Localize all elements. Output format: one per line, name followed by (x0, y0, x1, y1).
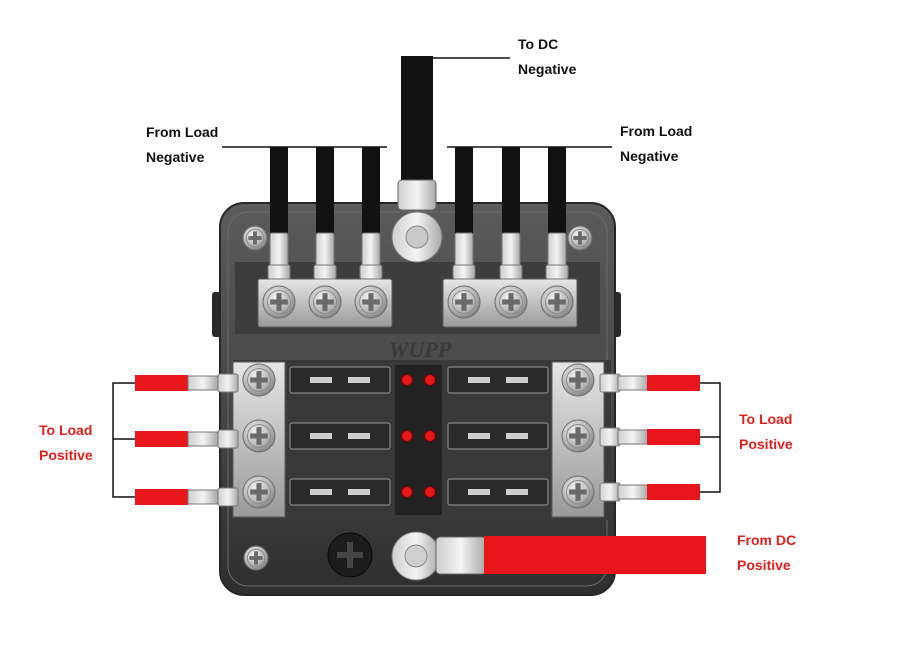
load-negative-wire (545, 147, 569, 280)
negative-terminal-screw-icon (308, 285, 342, 319)
led-indicator-icon (424, 430, 436, 442)
fuse-terminal-screw-icon (561, 475, 595, 509)
ground-stud-icon (327, 532, 373, 578)
load-positive-wire (135, 429, 239, 449)
load-negative-wire (313, 147, 337, 280)
load-negative-wire (452, 147, 476, 280)
negative-terminal-screw-icon (354, 285, 388, 319)
label-from-load-negative-right: From Load Negative (620, 123, 693, 164)
corner-screw-icon (242, 225, 268, 251)
led-indicator-icon (424, 486, 436, 498)
corner-screw-icon (567, 225, 593, 251)
fuse-slot (289, 478, 391, 506)
fuse-slot (447, 478, 549, 506)
fuse-terminal-screw-icon (561, 419, 595, 453)
load-positive-wire (599, 427, 700, 447)
fuse-terminal-screw-icon (242, 363, 276, 397)
dc-negative-cable (391, 56, 443, 263)
label-to-load-positive-right: To Load Positive (739, 411, 793, 452)
load-negative-wire (359, 147, 383, 280)
led-indicator-icon (401, 430, 413, 442)
led-indicator-icon (424, 374, 436, 386)
load-positive-wire (135, 373, 239, 393)
load-negative-wire (267, 147, 291, 280)
negative-terminal-screw-icon (494, 285, 528, 319)
load-positive-wire (599, 482, 700, 502)
corner-screw-icon (243, 545, 269, 571)
led-indicator-icon (401, 486, 413, 498)
negative-terminal-screw-icon (540, 285, 574, 319)
fuse-slot (447, 366, 549, 394)
label-from-dc-positive: From DC Positive (737, 532, 797, 573)
fuse-terminal-screw-icon (242, 419, 276, 453)
load-positive-wire (135, 487, 239, 507)
label-from-load-negative-left: From Load Negative (146, 124, 219, 165)
label-to-load-positive-left: To Load Positive (39, 422, 93, 463)
fuse-slot (289, 422, 391, 450)
fuse-terminal-screw-icon (561, 363, 595, 397)
leader-lines (112, 57, 721, 498)
led-indicator-icon (401, 374, 413, 386)
fuse-slot (289, 366, 391, 394)
label-to-dc-negative: To DC Negative (518, 36, 577, 77)
dc-positive-cable (391, 531, 706, 581)
fuse-terminal-screw-icon (242, 475, 276, 509)
negative-terminal-screw-icon (262, 285, 296, 319)
brand-logo: WUPP (389, 337, 452, 362)
load-positive-wire (599, 373, 700, 393)
negative-terminal-screw-icon (447, 285, 481, 319)
load-negative-wire (499, 147, 523, 280)
fuse-slot (447, 422, 549, 450)
